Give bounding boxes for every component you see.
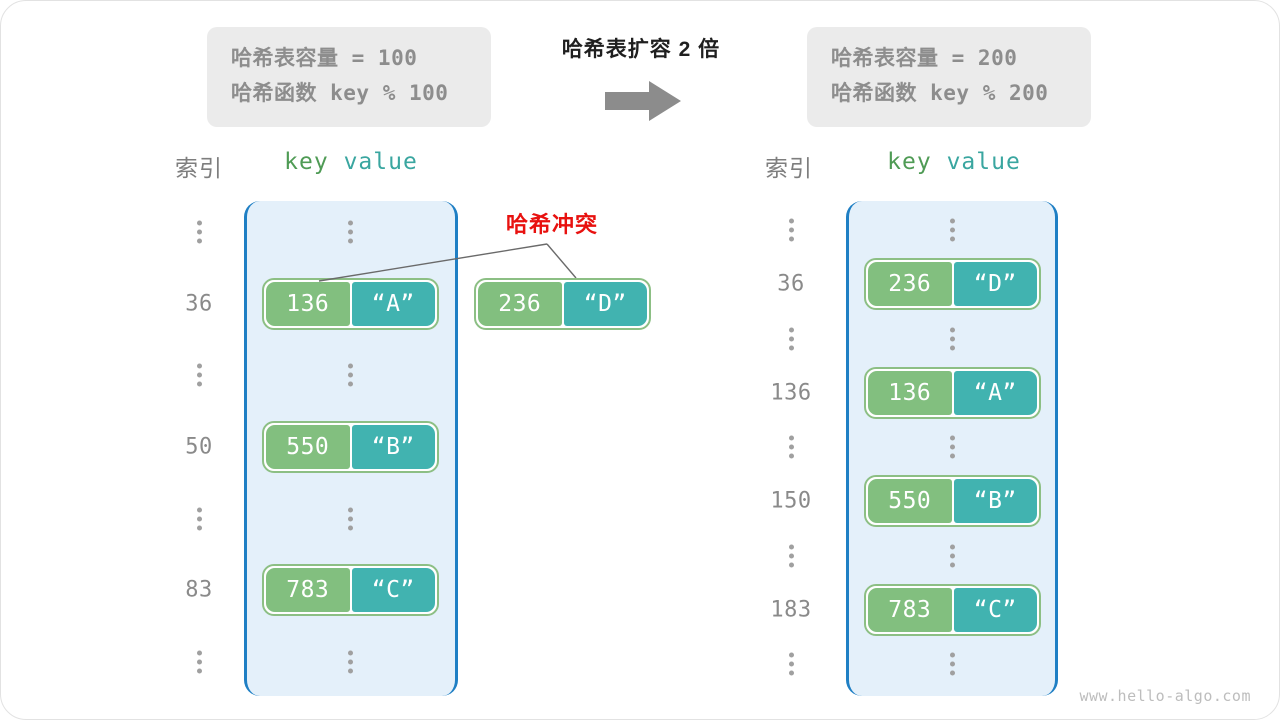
kv-value-cell: “D” xyxy=(563,282,647,326)
info-function-label: 哈希函数 xyxy=(231,82,317,105)
bucket-ellipsis xyxy=(913,323,993,354)
kv-value-cell: “A” xyxy=(953,370,1037,415)
bucket-ellipsis xyxy=(311,647,391,678)
kv-key-cell: 136 xyxy=(868,370,952,415)
expand-arrow-icon xyxy=(605,81,681,121)
info-function-label: 哈希函数 xyxy=(831,82,917,105)
index-ellipsis xyxy=(159,360,239,391)
index-ellipsis xyxy=(751,323,831,354)
info-capacity-value: = 200 xyxy=(938,46,1018,70)
left-index-header: 索引 xyxy=(175,155,223,181)
kv-key-cell: 550 xyxy=(868,479,952,524)
kv-value-cell: “A” xyxy=(351,281,435,326)
index-ellipsis xyxy=(751,649,831,680)
info-capacity-value: = 100 xyxy=(338,46,418,70)
bucket-ellipsis xyxy=(913,215,993,246)
kv-key-cell: 783 xyxy=(266,568,350,613)
kv-pair[interactable]: 236“D” xyxy=(864,258,1041,311)
watermark: www.hello-algo.com xyxy=(1079,687,1251,705)
bucket-ellipsis xyxy=(913,540,993,571)
value-header-label: value xyxy=(946,149,1021,175)
kv-pair[interactable]: 550“B” xyxy=(262,421,439,473)
index-label: 50 xyxy=(185,434,213,460)
kv-key-cell: 783 xyxy=(868,587,952,632)
colliding-kv-pair[interactable]: 236 “D” xyxy=(474,278,651,330)
bucket-ellipsis xyxy=(311,217,391,248)
key-header-label: key xyxy=(284,149,329,175)
kv-key-cell: 136 xyxy=(266,281,350,326)
index-ellipsis xyxy=(159,217,239,248)
info-box-before: 哈希表容量 = 100 哈希函数 key % 100 xyxy=(207,27,491,127)
index-label: 183 xyxy=(770,597,812,623)
info-capacity-label: 哈希表容量 xyxy=(831,47,939,70)
index-ellipsis xyxy=(751,432,831,463)
kv-pair[interactable]: 783“C” xyxy=(864,583,1041,636)
kv-pair[interactable]: 136“A” xyxy=(262,277,439,330)
value-header-label: value xyxy=(343,149,418,175)
index-label: 150 xyxy=(770,488,812,514)
bucket-ellipsis xyxy=(913,432,993,463)
info-capacity-line-before: 哈希表容量 = 100 xyxy=(231,41,467,76)
right-kv-header: key value xyxy=(839,149,1069,175)
index-ellipsis xyxy=(751,215,831,246)
index-label: 83 xyxy=(185,577,213,603)
index-ellipsis xyxy=(751,540,831,571)
bucket-ellipsis xyxy=(311,503,391,534)
index-ellipsis xyxy=(159,647,239,678)
kv-pair[interactable]: 783“C” xyxy=(262,564,439,617)
info-function-line-before: 哈希函数 key % 100 xyxy=(231,76,467,111)
index-ellipsis xyxy=(159,503,239,534)
index-label: 36 xyxy=(185,291,213,317)
info-box-after: 哈希表容量 = 200 哈希函数 key % 200 xyxy=(807,27,1091,127)
kv-pair[interactable]: 550“B” xyxy=(864,475,1041,528)
key-header-label: key xyxy=(887,149,932,175)
kv-value-cell: “D” xyxy=(953,262,1037,307)
bucket-ellipsis xyxy=(311,360,391,391)
left-kv-header: key value xyxy=(236,149,466,175)
info-capacity-line-after: 哈希表容量 = 200 xyxy=(831,41,1067,76)
kv-value-cell: “B” xyxy=(351,425,435,469)
bucket-ellipsis xyxy=(913,649,993,680)
kv-value-cell: “C” xyxy=(953,587,1037,632)
index-label: 36 xyxy=(777,271,805,297)
collision-label: 哈希冲突 xyxy=(505,212,598,237)
index-label: 136 xyxy=(770,380,812,406)
info-function-line-after: 哈希函数 key % 200 xyxy=(831,76,1067,111)
kv-key-cell: 236 xyxy=(868,262,952,307)
kv-value-cell: “C” xyxy=(351,568,435,613)
info-function-value: key % 100 xyxy=(317,81,449,105)
info-capacity-label: 哈希表容量 xyxy=(231,47,339,70)
kv-key-cell: 236 xyxy=(478,282,562,326)
right-index-header: 索引 xyxy=(765,155,813,181)
kv-value-cell: “B” xyxy=(953,479,1037,524)
kv-pair[interactable]: 136“A” xyxy=(864,366,1041,419)
kv-key-cell: 550 xyxy=(266,425,350,469)
expand-title: 哈希表扩容 2 倍 xyxy=(561,38,721,61)
info-function-value: key % 200 xyxy=(917,81,1049,105)
